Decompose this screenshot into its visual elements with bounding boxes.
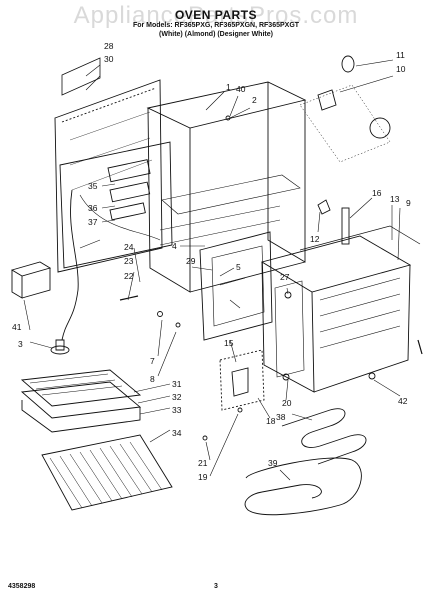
callout-5: 5 [236,262,241,272]
callout-1: 1 [226,82,231,92]
control-assembly [59,141,173,341]
callout-34: 34 [172,428,182,438]
latch-assembly [219,349,265,413]
color-variants: (White) (Almond) (Designer White) [159,31,273,38]
leveling-leg [50,339,70,355]
callout-40: 40 [236,84,246,94]
bake-element [281,408,367,465]
callout-15: 15 [224,338,234,348]
callout-29: 29 [186,256,196,266]
oven-light [299,55,391,163]
callout-19: 19 [198,472,208,482]
callout-21: 21 [198,458,208,468]
callout-labels: 28 30 1 40 2 11 10 35 36 37 24 16 13 9 1… [12,41,411,482]
front-frame [199,231,273,341]
callout-23: 23 [124,256,134,266]
callout-11: 11 [396,50,405,60]
callout-16: 16 [372,188,382,198]
callout-10: 10 [396,64,406,74]
leader-lines [23,59,401,481]
watermark: AppliancePartsPros.com [73,2,359,29]
terminal-block [10,261,52,299]
callout-39: 39 [268,458,278,468]
callout-8: 8 [150,374,155,384]
callout-32: 32 [172,392,182,402]
oven-rack [41,434,173,511]
broil-element [244,457,362,516]
callout-42: 42 [398,396,408,406]
callout-18: 18 [266,416,276,426]
oven-liner [260,225,421,393]
callout-28: 28 [104,41,114,51]
callout-37: 37 [88,217,98,227]
callout-2: 2 [252,95,257,105]
callout-33: 33 [172,405,182,415]
hardware [119,115,423,441]
callout-36: 36 [88,203,98,213]
callout-7: 7 [150,356,155,366]
callout-20: 20 [282,398,292,408]
part-number: 4358298 [8,583,36,590]
callout-35: 35 [88,181,98,191]
callout-24: 24 [124,242,134,252]
callout-22: 22 [124,271,134,281]
sensor-probe [317,199,350,245]
callout-27: 27 [280,272,290,282]
rear-panel [54,57,163,273]
diagram-title: OVEN PARTS [174,8,258,22]
broiler-pan [20,369,142,433]
page-number: 3 [214,583,218,590]
callout-12: 12 [310,234,320,244]
callout-30: 30 [104,54,114,64]
callout-4: 4 [172,241,177,251]
callout-38: 38 [276,412,286,422]
oven-body [146,81,307,293]
callout-31: 31 [172,379,182,389]
callout-9: 9 [406,198,411,208]
callout-41: 41 [12,322,22,332]
callout-3: 3 [18,339,23,349]
model-list: For Models: RF365PXG, RF365PXGN, RF365PX… [132,22,300,29]
callout-13: 13 [390,194,400,204]
